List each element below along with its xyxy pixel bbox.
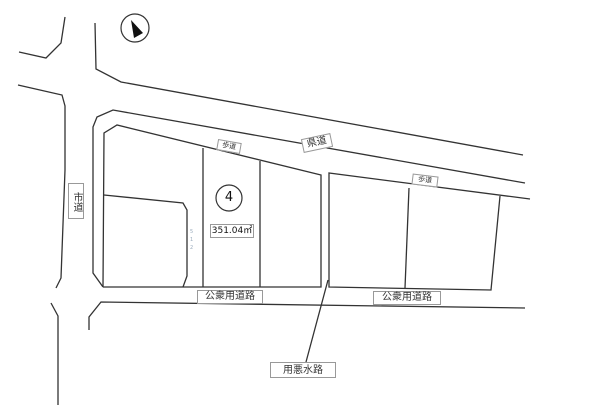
city-road-west-edge <box>17 84 66 289</box>
drainage-channel-label: 用悪水路 <box>270 362 336 378</box>
road-edge-northwest <box>18 16 66 59</box>
public-road-label: 公衆用道路 <box>373 291 441 305</box>
north-arrow-icon <box>120 13 150 43</box>
prefectural-road-north-edge <box>94 22 524 156</box>
west-block-outline <box>102 124 322 288</box>
sidewalk-outer-edge <box>92 109 526 288</box>
public-road-south-edge <box>88 301 526 330</box>
lot-number: 4 <box>224 190 234 205</box>
lot-corner-parcel <box>103 194 188 288</box>
lot-number-circle <box>215 184 243 212</box>
public-road-label: 公衆用道路 <box>197 290 263 304</box>
lots <box>102 124 531 363</box>
road-lines <box>17 16 526 405</box>
faint-digits: 5 1 2 <box>190 229 194 251</box>
east-block-outline <box>328 172 531 291</box>
drainage-leader-line <box>305 279 329 363</box>
city-road-west-edge-lower <box>50 302 59 405</box>
city-road-label: 市道 <box>68 183 84 219</box>
lot-divider <box>404 187 410 289</box>
lot-area-label: 351.04㎡ <box>210 224 254 238</box>
